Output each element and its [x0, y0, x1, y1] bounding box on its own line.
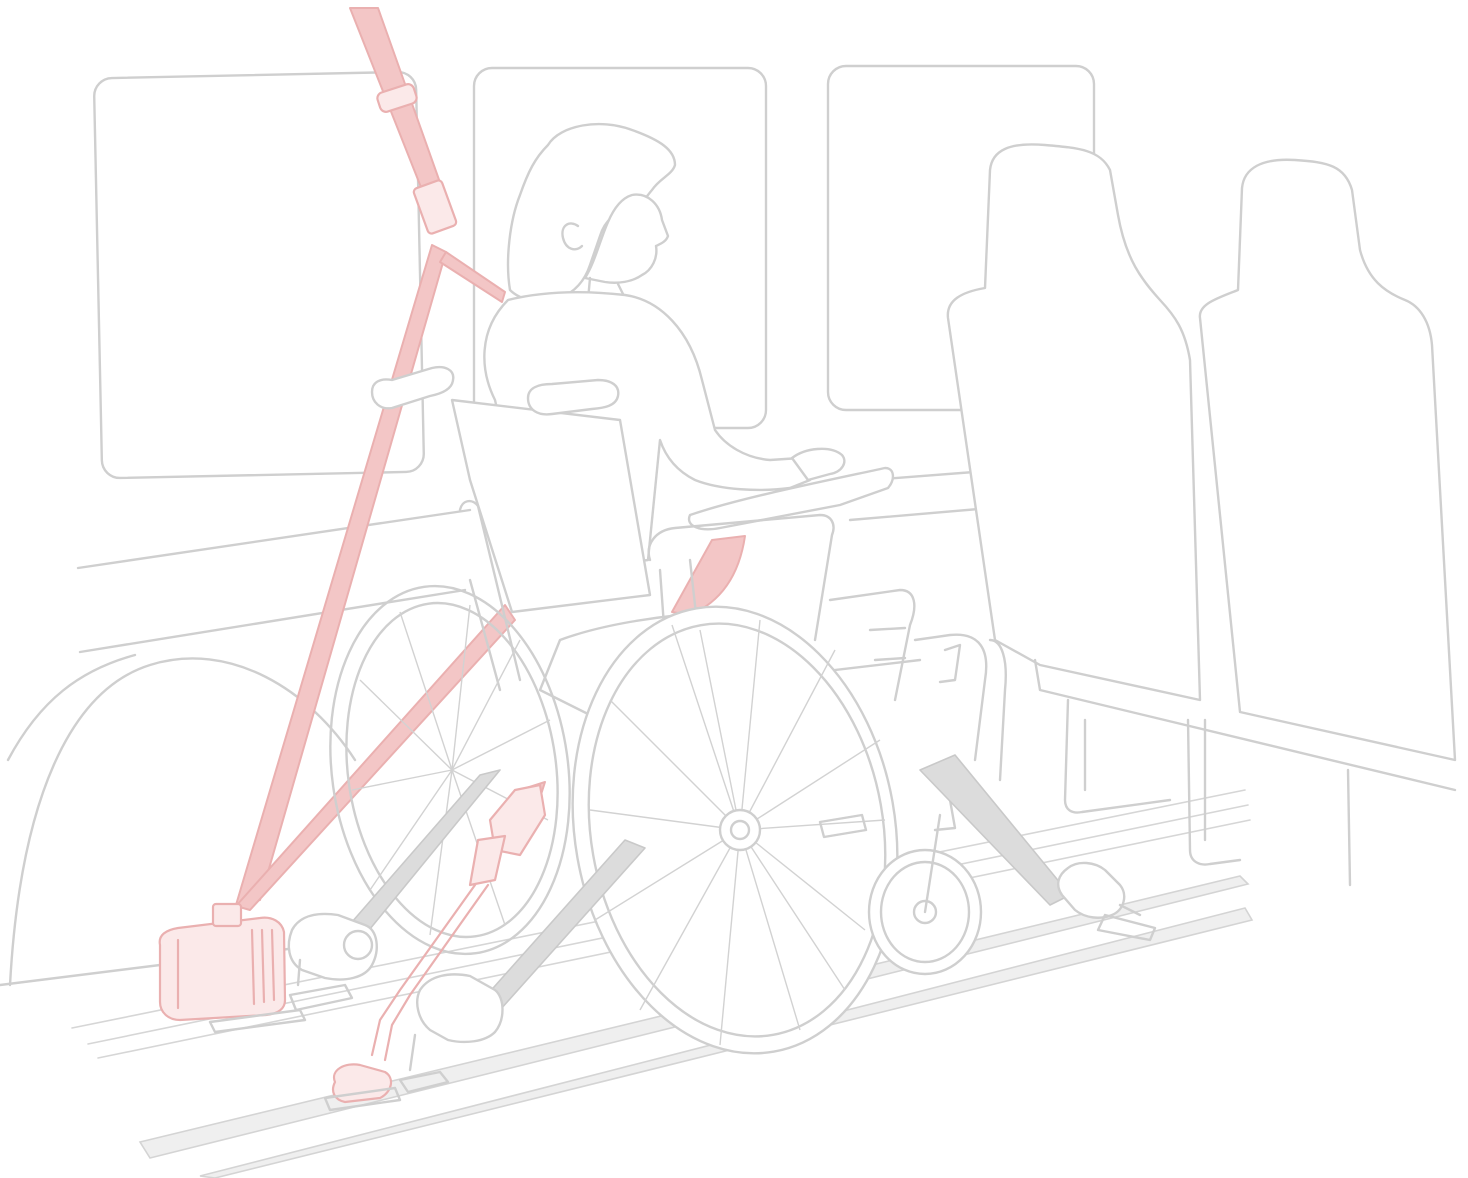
window-left [94, 72, 424, 479]
footrest-frame [915, 635, 986, 760]
retractor-rear-left [289, 914, 377, 980]
retractor-front-right [1058, 863, 1124, 918]
lap-belt-torso [672, 536, 745, 615]
seat-back-front [948, 144, 1200, 700]
wheel-hub [720, 810, 760, 850]
retractor-rear-right [417, 974, 502, 1042]
push-handle-left [372, 367, 453, 408]
seat-back-rear [1200, 160, 1455, 760]
wheelchair-backrest [452, 400, 650, 612]
passenger-seats [948, 144, 1455, 885]
